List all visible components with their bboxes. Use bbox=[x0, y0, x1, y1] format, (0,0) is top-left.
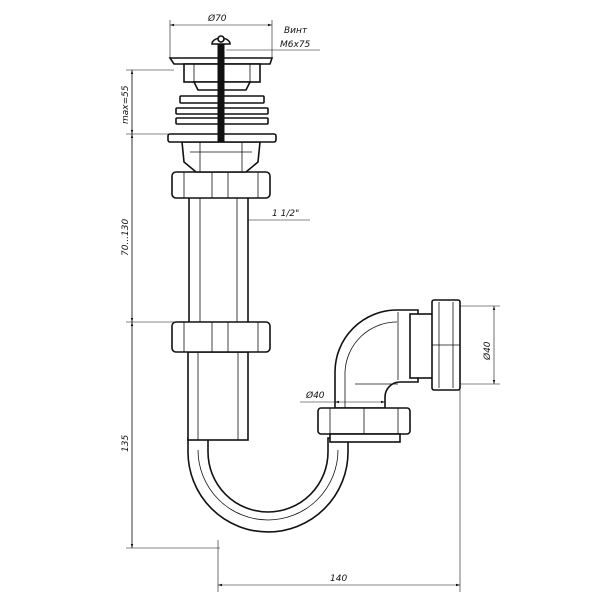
screw-label-line2: M6x75 bbox=[280, 40, 311, 50]
thread-size-label: 1 1/2" bbox=[272, 209, 299, 219]
upper-tube bbox=[188, 194, 249, 326]
dimension-lines bbox=[126, 20, 500, 592]
inner-diameter-label: Ø40 bbox=[305, 390, 325, 401]
top-diameter-label: Ø70 bbox=[207, 13, 227, 24]
outlet-diameter-label: Ø40 bbox=[482, 341, 493, 361]
outlet-elbow bbox=[334, 309, 419, 409]
screw-label-line1: Винт bbox=[284, 26, 308, 36]
screw bbox=[211, 35, 231, 143]
trap-height-label: 135 bbox=[121, 435, 131, 452]
drain-body bbox=[181, 141, 261, 173]
adjust-range-label: 70...130 bbox=[121, 219, 131, 256]
total-width-label: 140 bbox=[330, 574, 347, 584]
annotations: Ø70 Винт M6x75 max=55 70...130 1 1/2" 13… bbox=[121, 13, 493, 584]
upper-union-nut bbox=[171, 171, 271, 199]
outlet-connector bbox=[409, 299, 461, 391]
trap-union-nut bbox=[317, 407, 411, 443]
middle-union-nut bbox=[171, 321, 271, 353]
max-height-label: max=55 bbox=[121, 85, 131, 124]
u-trap-bend bbox=[187, 437, 349, 533]
lower-tube bbox=[187, 351, 249, 441]
